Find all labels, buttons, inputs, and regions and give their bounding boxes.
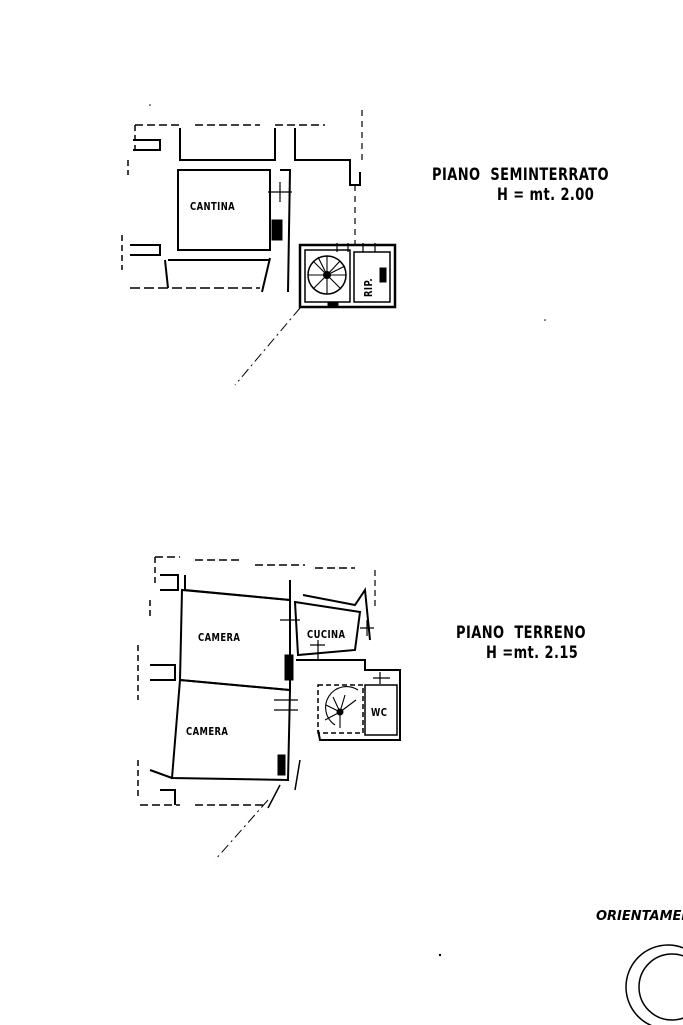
room-label-camera-upper: CAMERA <box>198 631 241 644</box>
ground-floor-height-label: H =mt. 2.15 <box>486 643 579 663</box>
basement-plan <box>121 110 397 386</box>
orientation-label: ORIENTAMENTO <box>596 909 683 924</box>
basement-floor-title: PIANO SEMINTERRATO <box>432 165 610 185</box>
room-label-cantina: CANTINA <box>190 200 236 213</box>
room-label-ripostiglio: RIP. <box>362 278 375 297</box>
ground-floor-title: PIANO TERRENO <box>456 623 586 643</box>
ground-floor-plan <box>137 556 401 861</box>
basement-height-label: H = mt. 2.00 <box>497 185 595 205</box>
room-label-camera-lower: CAMERA <box>186 725 229 738</box>
compass-icon <box>625 944 683 1025</box>
room-label-cucina: CUCINA <box>307 628 346 641</box>
room-label-wc: WC <box>371 706 388 719</box>
